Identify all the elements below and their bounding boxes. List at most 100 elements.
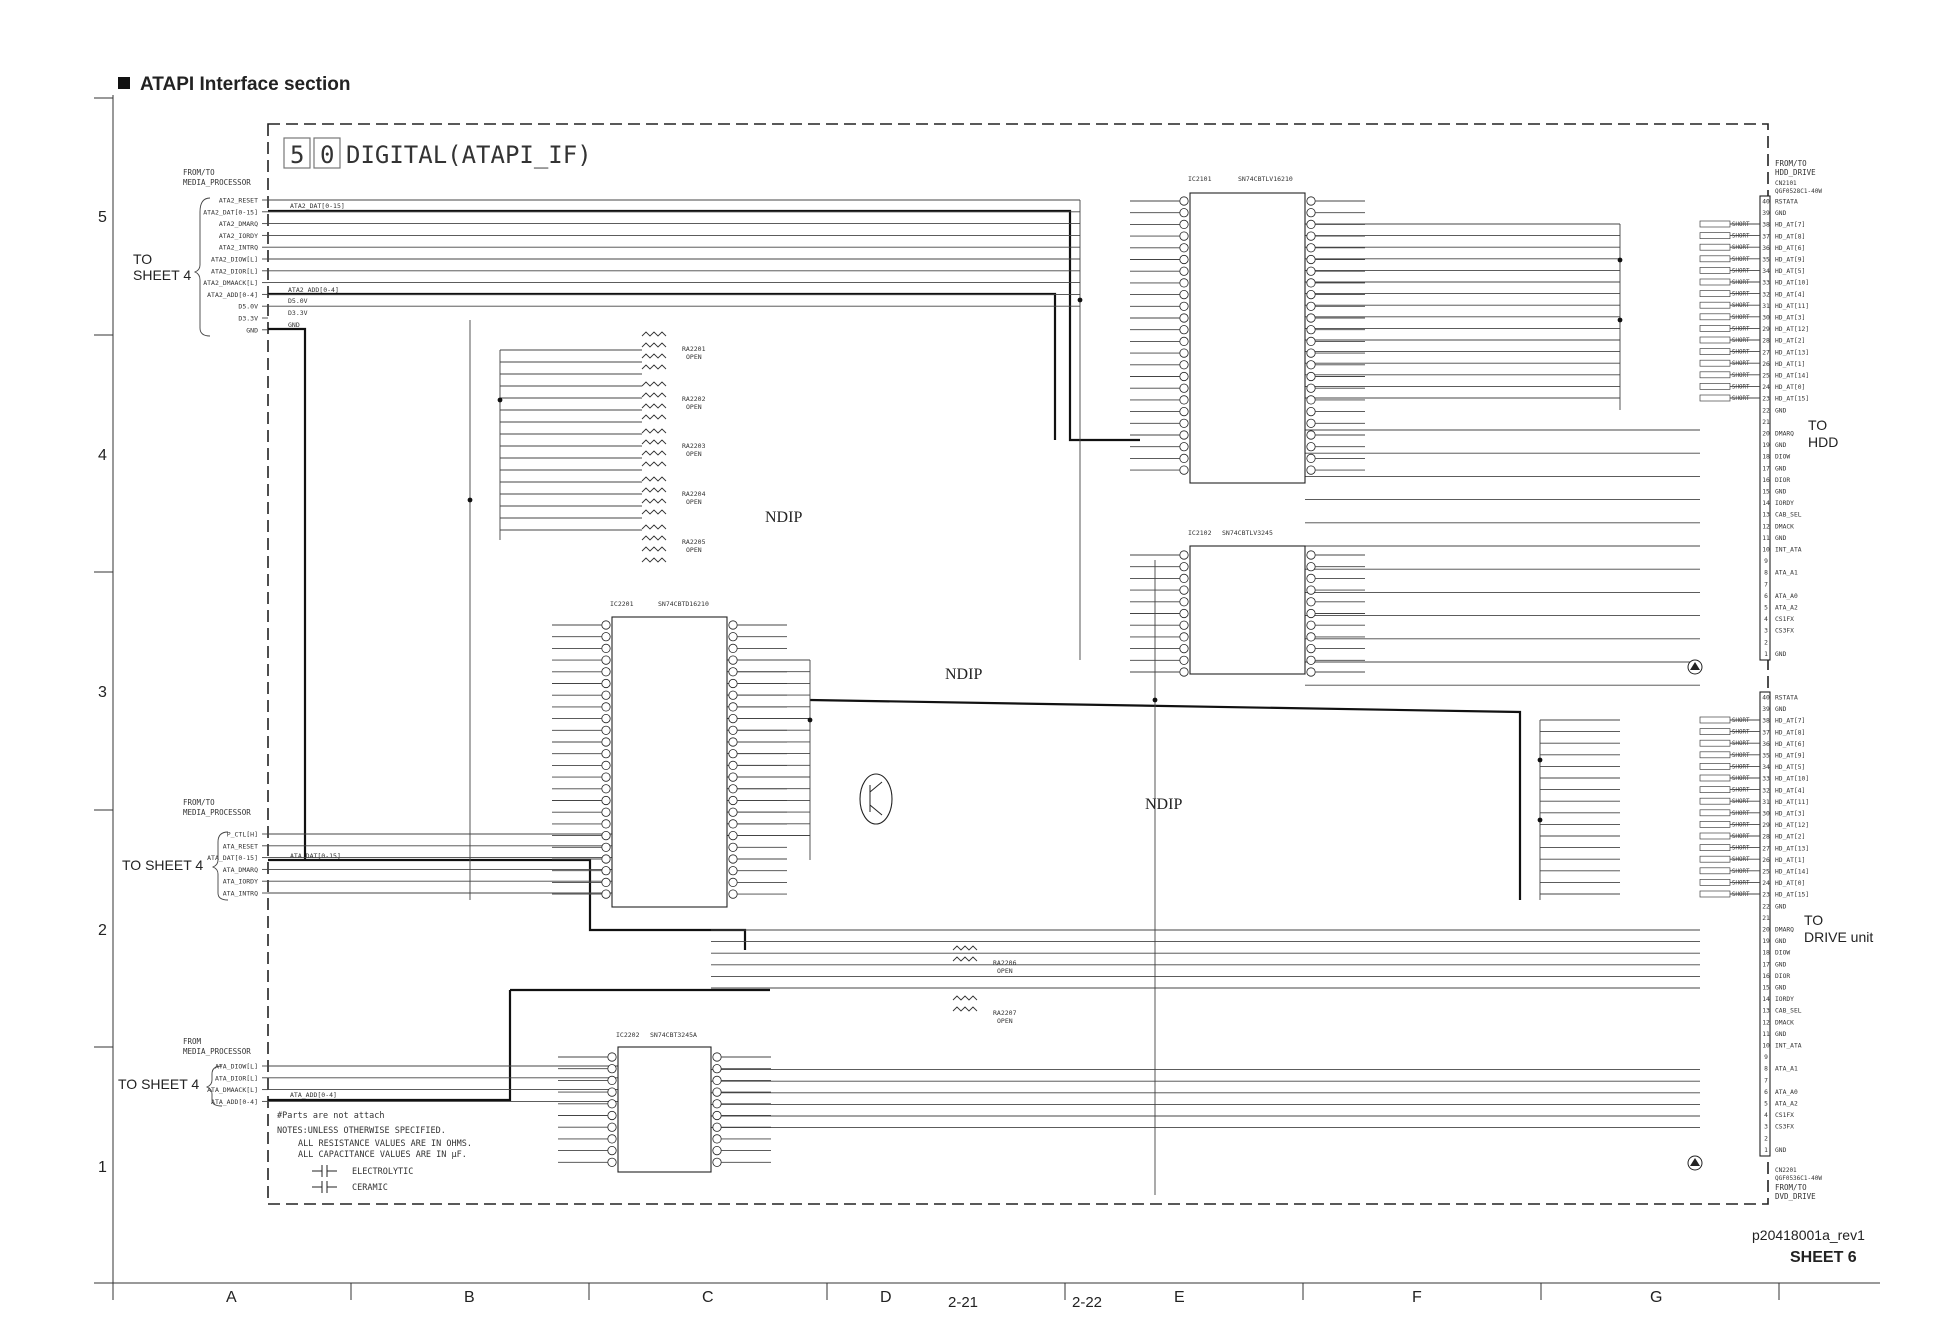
left-signal-label: ATA_DAT[0-15] <box>207 854 258 862</box>
connector-pin-number: 10 <box>1762 547 1770 554</box>
chip-pin <box>728 620 738 630</box>
short-jumper-label: SHORT <box>1732 268 1750 274</box>
connector-pin-number: 27 <box>1762 349 1770 356</box>
sheet-number: SHEET 6 <box>1790 1249 1857 1266</box>
chip-ic2201: IC2201 SN74CBTD16210 <box>552 600 787 908</box>
ndip-label-2: NDIP <box>945 666 982 683</box>
chip-pin <box>1179 667 1189 677</box>
chip-pin <box>1179 655 1189 665</box>
short-jumper-label: SHORT <box>1732 822 1750 828</box>
electrolytic-capacitor-icon <box>312 1165 337 1177</box>
short-jumper <box>1699 821 1731 828</box>
left-bus-labels: ATA2_DAT[0-15] ATA2_ADD[0-4] D5.0V D3.3V… <box>288 202 345 1099</box>
short-jumper-label: SHORT <box>1732 326 1750 332</box>
col-label-g: G <box>1650 1289 1662 1306</box>
connector-pin-label: HD_AT[13] <box>1775 349 1809 356</box>
short-jumper <box>1699 855 1731 863</box>
short-jumper-label: SHORT <box>1732 303 1750 309</box>
chip-pin <box>601 620 611 630</box>
connector-pin-label: INT_ATA <box>1775 1043 1802 1050</box>
connector-pin-number: 39 <box>1762 706 1770 713</box>
chip-pin <box>1306 196 1316 206</box>
row-label-2: 2 <box>98 922 107 939</box>
resistor-element <box>641 392 667 398</box>
connector-pin-number: 23 <box>1762 892 1770 899</box>
connector-pin-label: RSTATA <box>1775 199 1798 206</box>
resistor-element <box>641 414 667 420</box>
chip-pin <box>1179 608 1189 619</box>
connector-pin-label: ATA_A0 <box>1775 1089 1798 1096</box>
chip-pin <box>728 772 738 782</box>
short-jumper <box>1699 348 1731 355</box>
chip-pin <box>1179 550 1189 560</box>
resistor-array-ref: RA2204 <box>682 490 706 498</box>
notes-line-1: NOTES:UNLESS OTHERWISE SPECIFIED. <box>277 1126 446 1136</box>
block-title: 5 0 DIGITAL(ATAPI_IF) <box>283 137 592 169</box>
chip-pin <box>728 854 738 864</box>
connector-pin-number: 24 <box>1762 880 1770 887</box>
resistor-element <box>641 535 667 541</box>
short-jumper-label: SHORT <box>1732 788 1750 794</box>
short-jumper <box>1699 394 1731 402</box>
connector-pin-label: DMARQ <box>1775 927 1794 934</box>
left-signal-label: ATA_IORDY <box>223 878 258 886</box>
short-jumper <box>1699 716 1731 724</box>
chip-pin <box>728 889 738 899</box>
chip-pin <box>1306 573 1316 584</box>
chip-pin <box>712 1134 722 1144</box>
bus-label-ata2-dat: ATA2_DAT[0-15] <box>290 202 345 210</box>
resistor-element <box>641 439 667 445</box>
connector-pin-label: HD_AT[8] <box>1775 729 1805 736</box>
notes-star: #Parts are not attach <box>277 1111 384 1121</box>
bus-label-d50: D5.0V <box>288 297 308 305</box>
connector-pin-label: IORDY <box>1775 996 1794 1003</box>
chip-pin <box>607 1146 617 1156</box>
chip-pin <box>1179 395 1189 405</box>
resistor-element <box>641 403 667 409</box>
chip-pin <box>1179 301 1189 311</box>
hdd-connector-part: QGF0528C1-40W <box>1775 188 1822 195</box>
connector-pin-label: HD_AT[7] <box>1775 222 1805 229</box>
connector-pin-label: GND <box>1775 903 1787 910</box>
connector-pin-number: 21 <box>1762 419 1770 426</box>
section-title: ATAPI Interface section <box>140 74 350 95</box>
row-label-4: 4 <box>98 447 107 464</box>
connector-pin-number: 37 <box>1762 233 1770 240</box>
ceramic-capacitor-icon <box>312 1181 337 1193</box>
connector-pin-label: HD_AT[11] <box>1775 303 1809 310</box>
connector-pin-number: 9 <box>1764 1054 1768 1061</box>
chip-pin <box>1179 208 1189 218</box>
short-jumper <box>1699 325 1731 332</box>
chip-pin <box>607 1064 617 1074</box>
connector-pin-label: ATA_A2 <box>1775 1101 1798 1108</box>
left-signal-label: D3.3V <box>238 315 258 323</box>
resistor-array-value: OPEN <box>686 498 702 506</box>
resistor-array-ref: RA2207 <box>993 1009 1017 1017</box>
chip-pin <box>1179 336 1189 346</box>
connector-pin-label: IORDY <box>1775 500 1794 507</box>
connector-pin-number: 33 <box>1762 280 1770 287</box>
connector-pin-number: 16 <box>1762 477 1770 484</box>
chip-pin <box>601 889 611 899</box>
connector-pin-label: HD_AT[6] <box>1775 741 1805 748</box>
connector-pin-number: 1 <box>1764 1147 1768 1154</box>
chip-pin <box>601 772 611 782</box>
left-signal-label: ATA2_DIOR[L] <box>211 267 258 275</box>
connector-pin-label: HD_AT[9] <box>1775 257 1805 264</box>
row-label-1: 1 <box>98 1159 107 1176</box>
connector-pin-label: HD_AT[1] <box>1775 361 1805 368</box>
connector-pin-label: DIOW <box>1775 950 1790 957</box>
connector-pin-label: HD_AT[6] <box>1775 245 1805 252</box>
block-name: DIGITAL(ATAPI_IF) <box>346 141 592 169</box>
connector-pin-number: 15 <box>1762 985 1770 992</box>
connector-pin-label: HD_AT[7] <box>1775 718 1805 725</box>
chip-pin <box>1306 313 1316 323</box>
connector-pin-number: 2 <box>1764 1135 1768 1142</box>
chip-pin <box>1179 632 1189 642</box>
short-jumper <box>1699 867 1731 875</box>
